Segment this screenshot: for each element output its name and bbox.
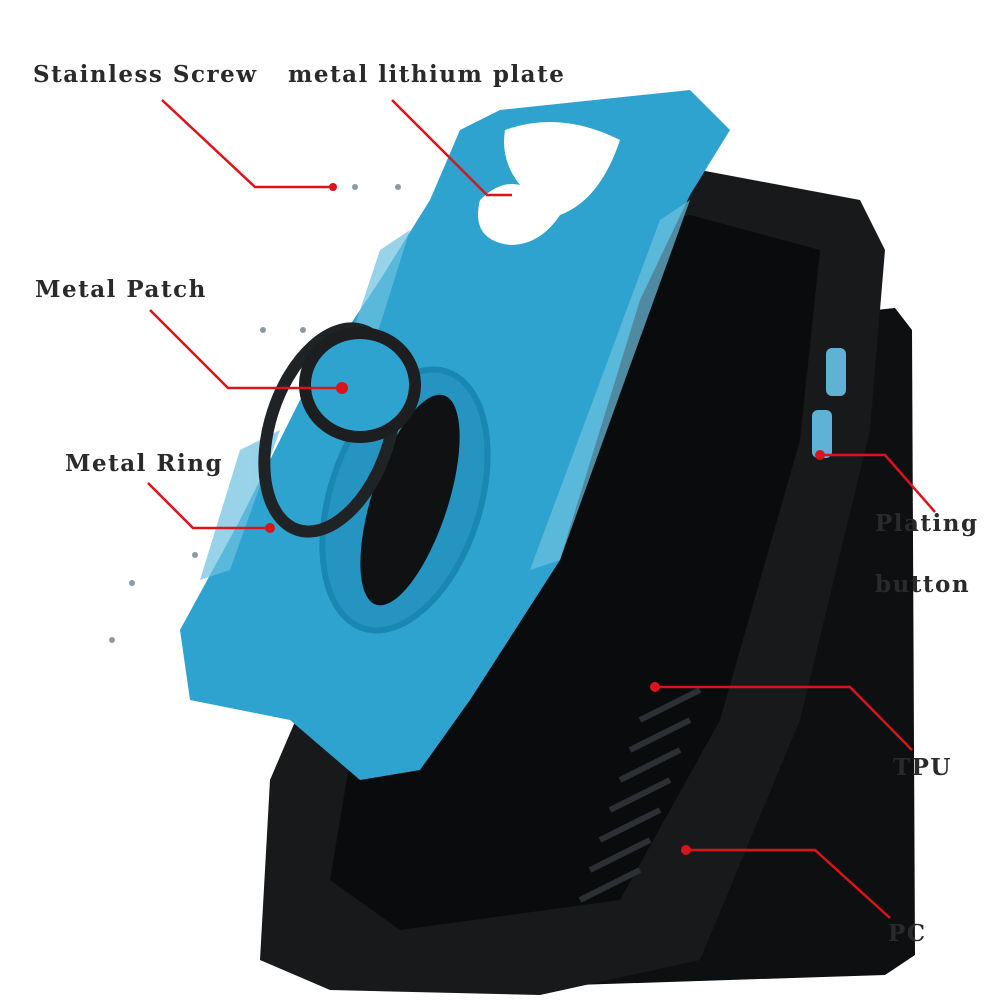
leader-plating-button [820, 453, 936, 513]
leader-lines [147, 99, 936, 919]
leader-metal-patch [149, 309, 342, 390]
label-stainless-screw: Stainless Screw [33, 61, 258, 88]
leader-stainless-screw [161, 99, 333, 189]
label-plating-button-line1: Plating [875, 510, 979, 537]
label-pc: PC [888, 920, 927, 947]
label-metal-patch: Metal Patch [35, 276, 207, 303]
label-tpu: TPU [893, 754, 952, 781]
leader-tpu [655, 685, 913, 751]
tpu-inner [330, 215, 820, 930]
label-plating-button-line2: button [875, 571, 971, 598]
camera-cutout [478, 122, 620, 245]
tpu-ribs [578, 687, 702, 903]
label-metal-lithium-plate: metal lithium plate [288, 61, 566, 88]
leader-metal-ring [147, 482, 270, 530]
leader-dots [265, 183, 825, 855]
ring-holder-slot [360, 394, 460, 606]
plating-button-lower [812, 410, 832, 458]
label-metal-ring: Metal Ring [65, 450, 224, 477]
stainless-screws [109, 184, 401, 643]
plating-button-upper [826, 348, 846, 396]
leader-metal-lithium-plate [391, 99, 512, 197]
leader-pc [686, 848, 891, 919]
metal-patch [299, 327, 421, 443]
